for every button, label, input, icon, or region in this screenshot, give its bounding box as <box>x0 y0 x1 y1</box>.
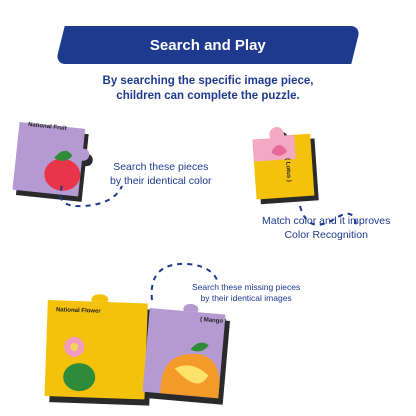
mango-piece <box>142 304 230 405</box>
lotus-leaf-icon <box>63 363 96 392</box>
caption-match-color-line-1: Match color and it improves <box>262 215 391 227</box>
intro-line-1: By searching the specific image piece, <box>102 75 314 87</box>
lotus-piece <box>252 127 319 205</box>
intro-line-2: children can complete the puzzle. <box>116 90 300 102</box>
dashed-connector-3 <box>150 262 219 301</box>
national-flower-piece <box>44 294 153 406</box>
dashed-connector-2 <box>299 205 357 229</box>
caption-search-images-line-1: Search these missing pieces <box>192 282 301 292</box>
caption-search-color: Search these pieces by their identical c… <box>110 160 212 188</box>
caption-match-color: Match color and it improves Color Recogn… <box>262 214 390 242</box>
intro-text: By searching the specific image piece, c… <box>0 74 416 104</box>
national-fruit-piece <box>12 121 93 202</box>
caption-search-images-line-2: by their identical images <box>200 293 292 303</box>
caption-search-color-line-1: Search these pieces <box>113 161 209 173</box>
leaf-icon <box>54 150 73 161</box>
fruit-icon <box>44 158 81 191</box>
caption-match-color-line-2: Color Recognition <box>284 229 368 241</box>
caption-search-color-line-2: by their identical color <box>110 175 212 187</box>
lotus-flower-icon <box>271 144 288 156</box>
dashed-connector-1 <box>59 185 123 208</box>
caption-search-images: Search these missing pieces by their ide… <box>192 282 300 304</box>
